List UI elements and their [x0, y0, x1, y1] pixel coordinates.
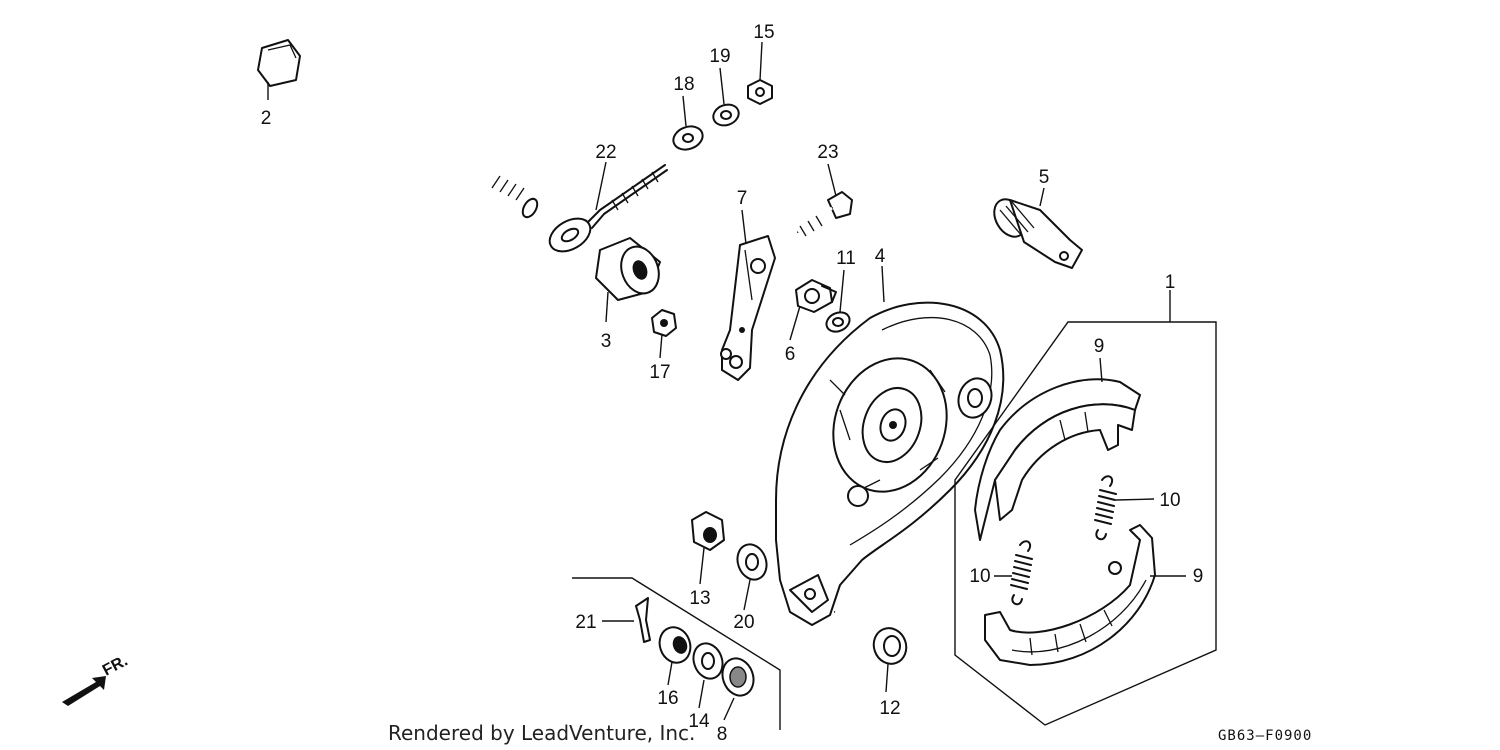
- callout-15: 15: [753, 22, 774, 43]
- callout-21: 21: [575, 612, 596, 633]
- callout-8: 8: [717, 724, 728, 745]
- callout-14: 14: [688, 711, 710, 732]
- nut-15-part[interactable]: [747, 79, 773, 105]
- felt-seal-part[interactable]: [823, 309, 852, 335]
- hardware-group-bracket: [572, 577, 781, 730]
- callout-9-lower: 9: [1193, 566, 1204, 587]
- brake-arm-part[interactable]: [720, 235, 776, 381]
- callout-6: 6: [785, 344, 796, 365]
- callout-23: 23: [817, 142, 838, 163]
- callout-9-upper: 9: [1094, 336, 1105, 357]
- cotter-pin-part[interactable]: [635, 597, 651, 643]
- brake-shoe-lower-part[interactable]: [984, 524, 1156, 666]
- nut-13-part[interactable]: [691, 511, 725, 551]
- render-credit: Rendered by LeadVenture, Inc.: [388, 721, 695, 745]
- brake-shoe-upper-part[interactable]: [974, 378, 1141, 541]
- axle-part[interactable]: [257, 39, 540, 220]
- callout-10-upper: 10: [1159, 490, 1180, 511]
- callout-11: 11: [836, 248, 856, 269]
- washer-14-part[interactable]: [689, 639, 728, 682]
- spring-upper-part[interactable]: [1094, 475, 1117, 541]
- nut-16-part[interactable]: [655, 623, 696, 667]
- front-arrow-icon: [62, 676, 106, 706]
- diagram-code: GB63–F0900: [1218, 728, 1312, 744]
- adjuster-bolt-part[interactable]: [544, 164, 668, 258]
- callout-20: 20: [733, 612, 754, 633]
- callout-3: 3: [601, 331, 612, 352]
- brake-cam-part[interactable]: [988, 194, 1083, 269]
- callout-16: 16: [657, 688, 678, 709]
- front-direction-indicator: FR.: [62, 652, 131, 706]
- spring-lower-part[interactable]: [1010, 540, 1033, 606]
- bolt-23-part[interactable]: [797, 191, 853, 237]
- nut-17-part[interactable]: [651, 309, 677, 337]
- callout-2: 2: [261, 108, 272, 129]
- washer-18-part[interactable]: [670, 123, 706, 154]
- callout-1: 1: [1165, 272, 1176, 293]
- leader-lines: [267, 41, 1186, 721]
- callout-22: 22: [595, 142, 616, 163]
- callout-7: 7: [737, 188, 748, 209]
- callout-18: 18: [673, 74, 694, 95]
- callout-labels: 1 2 3 4 5 6 7 8 9 9 10 10 11 12 13 14 15…: [261, 22, 1204, 745]
- callout-5: 5: [1039, 167, 1050, 188]
- shoe-set-bracket: [954, 321, 1217, 726]
- callout-4: 4: [875, 246, 886, 267]
- wear-indicator-part[interactable]: [795, 279, 837, 313]
- callout-17: 17: [649, 362, 670, 383]
- callout-19: 19: [709, 46, 730, 67]
- washer-8-part[interactable]: [717, 654, 758, 700]
- front-label: FR.: [100, 652, 131, 679]
- washer-20-part[interactable]: [733, 540, 772, 583]
- brake-panel-part[interactable]: [775, 301, 1005, 626]
- collar-part[interactable]: [595, 237, 665, 301]
- washer-19-part[interactable]: [710, 101, 741, 129]
- callout-13: 13: [689, 588, 710, 609]
- anchor-pin-part[interactable]: [834, 609, 911, 668]
- callout-10-lower: 10: [969, 566, 990, 587]
- callout-12: 12: [879, 698, 900, 719]
